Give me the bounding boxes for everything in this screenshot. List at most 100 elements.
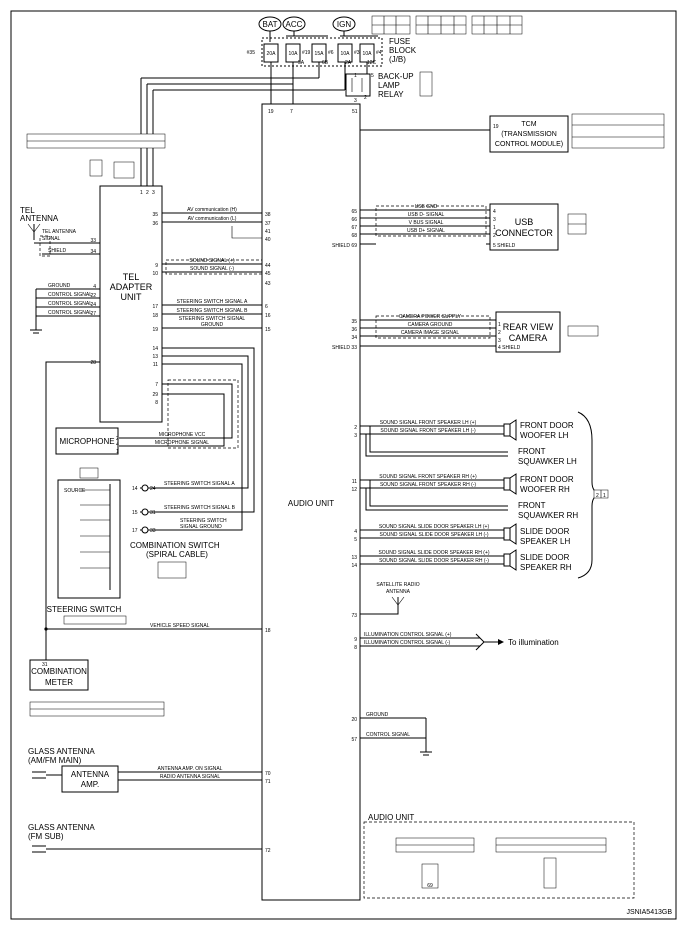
svg-text:USB: USB (515, 217, 534, 227)
audio-unit: AUDIO UNIT 19 7 51 (261, 103, 361, 901)
bat-label: BAT (263, 20, 278, 29)
steering-switch-label: STEERING SWITCH (47, 605, 122, 614)
svg-text:36: 36 (351, 327, 357, 333)
svg-text:GROUND: GROUND (201, 322, 224, 328)
ign-label: IGN (337, 20, 351, 29)
svg-text:14: 14 (132, 486, 138, 492)
combination-meter: COMBINATION METER 31 (29, 659, 165, 717)
fuse-connector-legends (371, 15, 523, 35)
svg-text:1: 1 (603, 493, 606, 499)
svg-text:71: 71 (265, 779, 271, 785)
svg-text:70: 70 (265, 771, 271, 777)
power-wiring (140, 62, 490, 186)
svg-text:69: 69 (427, 883, 433, 889)
svg-text:18: 18 (152, 313, 158, 319)
svg-text:72: 72 (265, 848, 271, 854)
svg-text:8: 8 (155, 400, 158, 406)
svg-text:COMBINATION: COMBINATION (31, 667, 87, 676)
power-sources: BAT ACC IGN (258, 16, 378, 42)
svg-text:SOUND SIGNAL SLIDE DOOR SPEAKE: SOUND SIGNAL SLIDE DOOR SPEAKER RH (-) (379, 558, 489, 564)
satellite-antenna: SATELLITE RADIO ANTENNA 73 (351, 582, 419, 619)
svg-text:LAMP: LAMP (378, 81, 400, 90)
fuse-block: 20A #35 10A #19 15A #6 10A #3 10A #4 5A … (247, 37, 417, 67)
svg-text:15A: 15A (315, 51, 325, 57)
svg-text:2: 2 (364, 95, 367, 101)
svg-text:5: 5 (371, 73, 374, 79)
svg-text:STEERING SWITCH SIGNAL: STEERING SWITCH SIGNAL (179, 316, 246, 322)
backup-lamp-relay: 1 2 3 5 BACK-UP LAMP RELAY (345, 71, 433, 104)
svg-text:4: 4 (354, 529, 357, 535)
svg-text:STEERING SWITCH: STEERING SWITCH (180, 518, 227, 524)
svg-text:BLOCK: BLOCK (389, 46, 417, 55)
svg-text:SOUND SIGNAL (+): SOUND SIGNAL (+) (189, 258, 235, 264)
diagram-id: JSNIA5413GB (626, 909, 672, 916)
svg-text:SOUND SIGNAL SLIDE DOOR SPEAKE: SOUND SIGNAL SLIDE DOOR SPEAKER LH (-) (379, 532, 488, 538)
svg-text:34: 34 (90, 249, 96, 255)
svg-text:2: 2 (146, 190, 149, 196)
svg-text:FRONT DOOR: FRONT DOOR (520, 475, 574, 484)
svg-text:8: 8 (354, 645, 357, 651)
svg-text:SLIDE DOOR: SLIDE DOOR (520, 527, 570, 536)
svg-text:SOUND SIGNAL FRONT SPEAKER LH: SOUND SIGNAL FRONT SPEAKER LH (+) (380, 420, 477, 426)
steering-switch: SOURCE STEERING SWITCH 14 15 17 (47, 467, 138, 625)
svg-text:SPEAKER RH: SPEAKER RH (520, 563, 572, 572)
svg-text:31: 31 (150, 510, 156, 516)
svg-text:RELAY: RELAY (378, 90, 404, 99)
svg-text:#6: #6 (328, 50, 334, 56)
svg-text:10A: 10A (289, 51, 299, 57)
svg-text:1: 1 (498, 322, 501, 328)
svg-text:To illumination: To illumination (508, 638, 559, 647)
svg-text:4: 4 (93, 284, 96, 290)
svg-text:1: 1 (493, 225, 496, 231)
svg-text:11: 11 (352, 479, 357, 485)
svg-text:SOUND SIGNAL SLIDE DOOR SPEAKE: SOUND SIGNAL SLIDE DOOR SPEAKER LH (+) (379, 524, 490, 530)
svg-text:40: 40 (265, 237, 271, 243)
svg-text:SHIELD: SHIELD (48, 248, 66, 254)
speakers: SOUND SIGNAL FRONT SPEAKER LH (+) SOUND … (351, 411, 609, 579)
svg-text:FRONT: FRONT (518, 501, 546, 510)
svg-text:TEL: TEL (20, 206, 35, 215)
svg-text:AV communication (H): AV communication (H) (187, 207, 237, 213)
svg-text:3: 3 (354, 433, 357, 439)
svg-text:SATELLITE RADIO: SATELLITE RADIO (376, 582, 419, 588)
svg-text:5A: 5A (298, 60, 305, 66)
svg-text:ILLUMINATION CONTROL SIGNAL (-: ILLUMINATION CONTROL SIGNAL (-) (364, 640, 451, 646)
svg-text:(SPIRAL CABLE): (SPIRAL CABLE) (146, 550, 208, 559)
svg-text:4: 4 (116, 442, 119, 448)
tel-lower-wiring: 14 13 11 7 29 8 28 (45, 346, 255, 629)
svg-text:43: 43 (265, 281, 271, 287)
svg-text:SHIELD 69: SHIELD 69 (332, 243, 357, 249)
svg-text:#3: #3 (354, 50, 360, 56)
svg-text:4: 4 (493, 209, 496, 215)
svg-text:REAR VIEW: REAR VIEW (503, 322, 554, 332)
svg-text:TEL: TEL (123, 272, 140, 282)
svg-text:2A: 2A (345, 60, 352, 66)
tel-connector-legends (26, 133, 166, 179)
svg-text:35: 35 (152, 212, 158, 218)
audio-ground: GROUND 20 CONTROL SIGNAL 57 (351, 712, 432, 756)
combination-switch: 24 31 33 STEERING SWITCH SIGNAL A STEERI… (130, 481, 236, 579)
tel-antenna: TEL ANTENNA TEL ANTENNA SIGNAL SHIELD 33… (20, 206, 100, 257)
svg-text:13: 13 (351, 555, 357, 561)
svg-text:SOUND SIGNAL FRONT SPEAKER RH: SOUND SIGNAL FRONT SPEAKER RH (+) (379, 474, 477, 480)
svg-text:7: 7 (155, 382, 158, 388)
svg-text:SIGNAL: SIGNAL (42, 236, 61, 242)
svg-text:33: 33 (90, 238, 96, 244)
svg-text:CAMERA IMAGE SIGNAL: CAMERA IMAGE SIGNAL (401, 330, 460, 336)
audio-unit-connector-legend: AUDIO UNIT 69 (363, 813, 635, 899)
svg-text:CONTROL SIGNAL: CONTROL SIGNAL (366, 732, 410, 738)
svg-text:1: 1 (140, 190, 143, 196)
svg-text:GLASS ANTENNA: GLASS ANTENNA (28, 747, 95, 756)
svg-text:10: 10 (152, 271, 158, 277)
svg-text:USB D+ SIGNAL: USB D+ SIGNAL (407, 228, 445, 234)
audio-unit-box (261, 103, 361, 901)
svg-text:SOUND SIGNAL FRONT SPEAKER RH: SOUND SIGNAL FRONT SPEAKER RH (-) (380, 482, 476, 488)
svg-text:SPEAKER LH: SPEAKER LH (520, 537, 570, 546)
svg-text:65: 65 (351, 209, 357, 215)
svg-text:2: 2 (493, 233, 496, 239)
svg-text:31: 31 (42, 662, 48, 668)
svg-text:(J/B): (J/B) (389, 55, 406, 64)
svg-text:CONTROL MODULE): CONTROL MODULE) (495, 141, 563, 148)
svg-text:FRONT DOOR: FRONT DOOR (520, 421, 574, 430)
diagram-frame (10, 10, 677, 920)
